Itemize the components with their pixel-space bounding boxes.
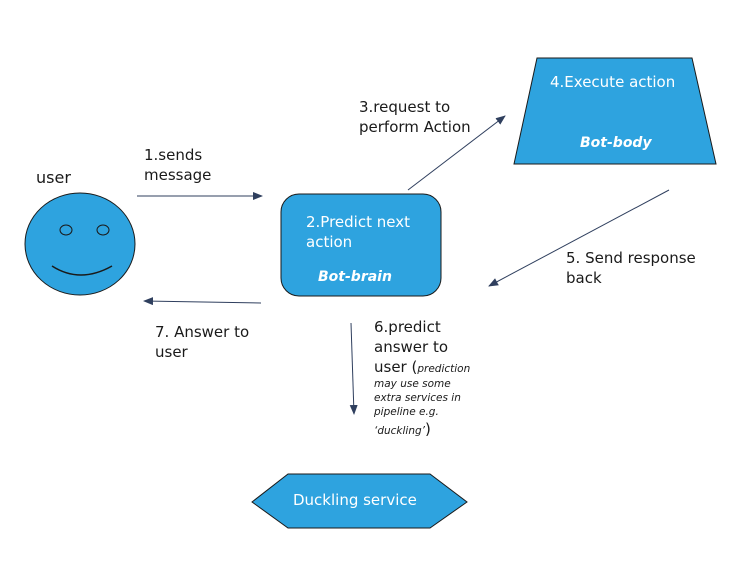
edge-5-label: 5. Send response back — [566, 248, 696, 288]
user-smiley-icon — [24, 192, 136, 296]
bot-brain-title-line2: action — [306, 233, 353, 251]
edge-6-label-line1: 6.predict — [374, 318, 441, 336]
bot-brain-box — [280, 193, 442, 297]
edge-5-label-line1: 5. Send response — [566, 249, 696, 267]
edge-1-label-line1: 1.sends — [144, 146, 203, 164]
user-right-eye — [96, 224, 110, 236]
edge-6-label-line3-main: user ( — [374, 358, 418, 376]
edge-6-label-line3: user (prediction — [374, 357, 470, 377]
edge-6-note-line5-wrap: ‘duckling’) — [374, 419, 470, 439]
edge-1-label: 1.sends message — [144, 145, 211, 185]
bot-brain-subtitle: Bot-brain — [318, 269, 392, 285]
edge-3-label: 3.request to perform Action — [359, 97, 471, 137]
edge-6-note-line4: pipeline e.g. — [374, 406, 439, 418]
arrow-5-send-response — [488, 189, 670, 287]
edge-6-label: 6.predict answer to user (prediction may… — [374, 317, 470, 439]
arrow-3-request-action — [407, 115, 506, 191]
user-label: user — [36, 168, 71, 187]
arrow-6-predict-answer — [349, 322, 358, 415]
user-face — [24, 192, 136, 296]
edge-7-label: 7. Answer to user — [155, 322, 249, 362]
duckling-label: Duckling service — [293, 491, 417, 509]
user-mouth — [51, 265, 113, 276]
edge-1-label-line2: message — [144, 166, 212, 184]
edge-7-label-line1: 7. Answer to — [155, 323, 250, 341]
bot-brain-title-line1: 2.Predict next — [306, 213, 410, 231]
bot-brain-text: 2.Predict next action — [306, 212, 410, 252]
edge-6-note-line3: extra services in — [374, 392, 461, 404]
duckling-hexagon — [251, 473, 468, 529]
bot-body-title: 4.Execute action — [550, 73, 676, 91]
edge-6-note-line1: prediction — [417, 363, 471, 375]
edge-5-label-line2: back — [566, 269, 602, 287]
bot-body-trapezoid — [513, 57, 717, 165]
arrow-7-answer-user — [143, 297, 262, 306]
edge-6-close-paren: ) — [425, 420, 431, 438]
edge-6-note-line5: ‘duckling’ — [374, 425, 426, 437]
edge-6-note-line2: may use some — [374, 378, 451, 390]
user-left-eye — [59, 224, 73, 236]
edge-6-label-line2: answer to — [374, 338, 449, 356]
bot-body-subtitle: Bot-body — [580, 135, 652, 151]
edge-7-label-line2: user — [155, 343, 188, 361]
edge-3-label-line2: perform Action — [359, 118, 471, 136]
edge-3-label-line1: 3.request to — [359, 98, 451, 116]
